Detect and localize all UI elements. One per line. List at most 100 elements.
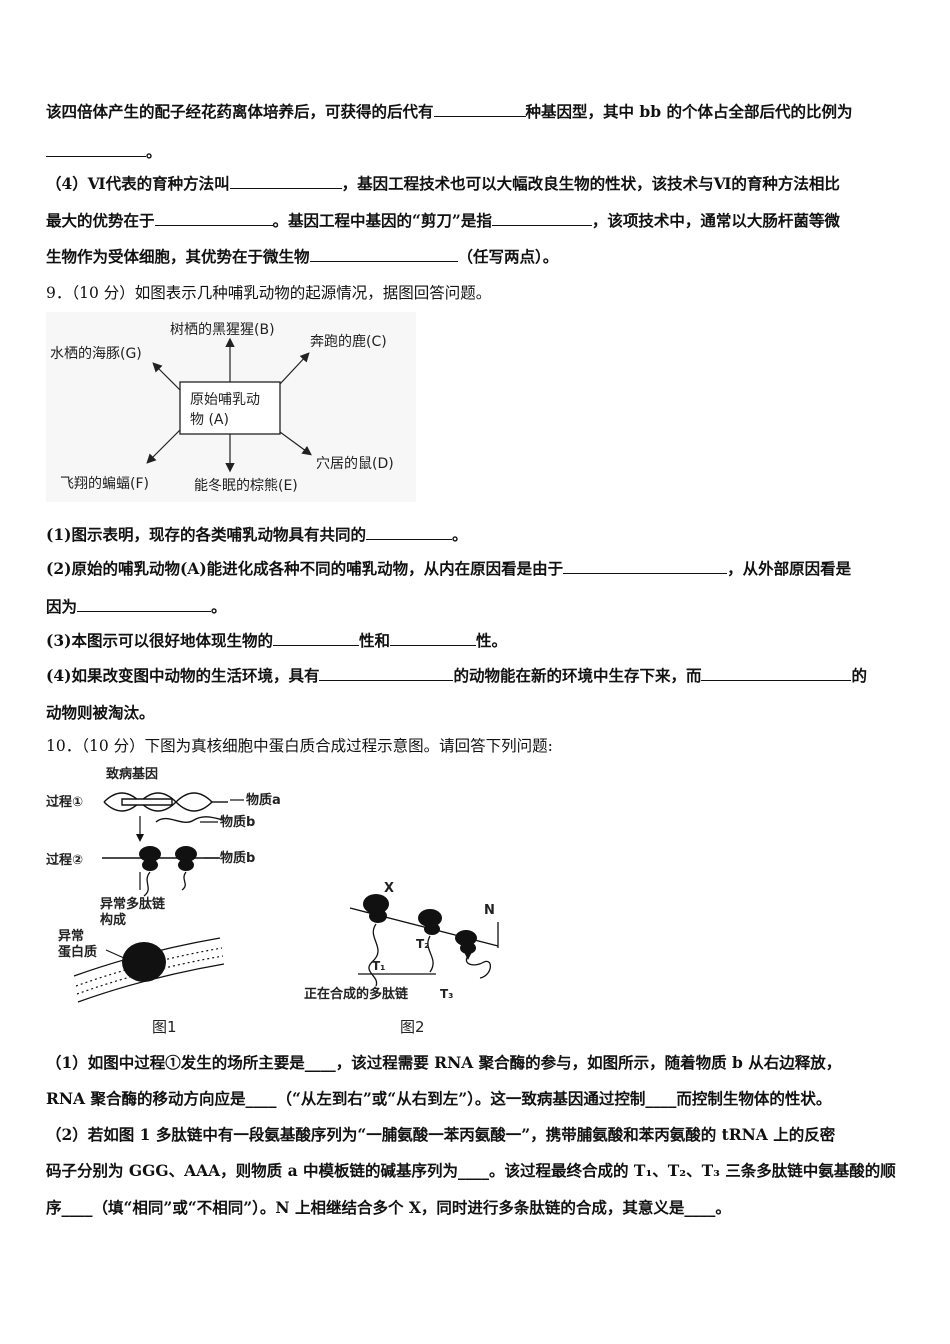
- answer-blank[interactable]: [389, 631, 476, 646]
- fig2-caption: 图2: [400, 1018, 425, 1036]
- q10-header: 10．（10 分）下图为真核细胞中蛋白质合成过程示意图。请回答下列问题:: [46, 737, 553, 755]
- dna-helix: [103, 792, 228, 823]
- fig1-prot-2: 蛋白质: [58, 944, 97, 960]
- q10-part1-line2: RNA 聚合酶的移动方向应是____（“从左到右”或“从右到左”）。这一致病基因…: [46, 1089, 832, 1108]
- ribosome-icon: [139, 846, 161, 871]
- answer-blank[interactable]: [309, 247, 458, 262]
- text: ，从外部原因看是: [727, 559, 852, 578]
- q9-part4-line1: (4)如果改变图中动物的生活环境，具有 的动物能在新的环境中生存下来，而 的: [46, 665, 867, 687]
- fig2-t1: T₁: [372, 959, 385, 973]
- text: 的: [851, 666, 867, 685]
- text: 。: [146, 142, 162, 161]
- abnormal-protein: [122, 942, 166, 982]
- center-label-2: 物 (A): [190, 412, 229, 428]
- answer-blank[interactable]: [701, 666, 852, 681]
- label-b: 树栖的黑猩猩(B): [170, 322, 275, 338]
- label-g: 水栖的海豚(G): [50, 346, 142, 362]
- q10-figures: 致病基因 过程① 物质a 物质b 过程② 物质b 异常多肽链 构成: [44, 762, 564, 1038]
- ribosome-icon: [363, 894, 389, 923]
- text: 。: [451, 525, 468, 544]
- fig2-n-label: N: [484, 903, 495, 918]
- text: (4)如果改变图中动物的生活环境，具有: [46, 666, 320, 685]
- q8-part4-line1: （4）Ⅵ代表的育种方法叫 ，基因工程技术也可以大幅改良生物的性状，该技术与Ⅵ的育种…: [46, 173, 840, 195]
- q9-part2-line1: (2)原始的哺乳动物(A)能进化成各种不同的哺乳动物，从内在原因看是由于 ，从外部…: [46, 558, 851, 580]
- label-f: 飞翔的蝙蝠(F): [60, 476, 149, 492]
- fig2-peptide-t3: [465, 955, 491, 979]
- text: （4）Ⅵ代表的育种方法叫: [46, 174, 230, 193]
- center-box: [179, 381, 281, 435]
- answer-blank[interactable]: [563, 559, 728, 574]
- text: 的动物能在新的环境中生存下来，而: [453, 666, 702, 685]
- arrow-f: [146, 429, 181, 464]
- q8-part4-line3: 生物作为受体细胞，其优势在于微生物 （任写两点）。: [46, 246, 558, 268]
- fig1-gene-label: 致病基因: [106, 766, 158, 782]
- q10-part2-line2: 码子分别为 GGG、AAA，则物质 a 中模板链的碱基序列为____。该过程最终…: [46, 1161, 896, 1180]
- fig2-arrowhead: [464, 952, 472, 960]
- q10-part2-line3: 序____（填“相同”或“不相同”）。N 上相继结合多个 X，同时进行多条肽链的…: [46, 1198, 731, 1217]
- fig2-x-label: X: [384, 881, 394, 896]
- label-e: 能冬眠的棕熊(E): [194, 478, 298, 494]
- fig2-t3: T₃: [440, 987, 453, 1001]
- label-c: 奔跑的鹿(C): [310, 333, 387, 350]
- text: （任写两点）。: [457, 247, 559, 266]
- fig1-sub-b: 物质b: [220, 814, 255, 830]
- answer-blank[interactable]: [319, 666, 454, 681]
- answer-blank[interactable]: [272, 631, 359, 646]
- q9-part3: (3)本图示可以很好地体现生物的 性和 性。: [46, 630, 507, 652]
- q9-header: 9．（10 分）如图表示几种哺乳动物的起源情况，据图回答问题。: [46, 284, 492, 302]
- fig1-sub-a: 物质a: [246, 792, 281, 808]
- text: (2)原始的哺乳动物(A)能进化成各种不同的哺乳动物，从内在原因看是由于: [46, 559, 564, 578]
- fig1-process1-label: 过程①: [46, 794, 83, 810]
- ribosome-icon: [455, 930, 477, 954]
- fig2-peptide-t2: [427, 935, 434, 973]
- fig1-peptide: [181, 871, 187, 891]
- text: ，该项技术中，通常以大肠杆菌等微: [591, 211, 840, 230]
- label-d: 穴居的鼠(D): [316, 456, 394, 472]
- q8-line1: 该四倍体产生的配子经花药离体培养后，可获得的后代有 种基因型，其中 bb 的个体占…: [46, 101, 853, 123]
- answer-blank[interactable]: [433, 102, 526, 117]
- q8-part4-line2: 最大的优势在于 。基因工程中基因的“剪刀”是指 ，该项技术中，通常以大肠杆菌等微: [46, 210, 840, 232]
- text: (3)本图示可以很好地体现生物的: [46, 631, 273, 650]
- answer-blank[interactable]: [154, 211, 273, 226]
- text: 。: [211, 597, 227, 616]
- fig1-process2-label: 过程②: [46, 852, 83, 868]
- arrow-d: [279, 431, 312, 456]
- answer-blank[interactable]: [365, 525, 452, 540]
- text: 生物作为受体细胞，其优势在于微生物: [46, 247, 310, 266]
- fig1-prot-1: 异常: [58, 928, 84, 944]
- text: 该四倍体产生的配子经花药离体培养后，可获得的后代有: [46, 102, 434, 121]
- fig1-chain-1: 异常多肽链: [100, 896, 166, 912]
- fig2-peptide-t1: [368, 923, 379, 987]
- fig2-chain-label: 正在合成的多肽链: [304, 986, 409, 1002]
- q9-origin-diagram: 原始哺乳动 物 (A) 树栖的黑猩猩(B) 奔跑的鹿(C) 穴居的鼠(D) 能冬…: [46, 312, 416, 502]
- answer-blank[interactable]: [46, 142, 146, 157]
- q9-part2-line2: 因为 。: [46, 596, 227, 618]
- text: 最大的优势在于: [46, 211, 155, 230]
- q8-line2: 。: [46, 141, 162, 163]
- q10-part2-line1: （2）若如图 1 多肽链中有一段氨基酸序列为“一脯氨酸一苯丙氨酸一”，携带脯氨酸…: [46, 1125, 836, 1144]
- q10-part1-line1: （1）如图中过程①发生的场所主要是____，该过程需要 RNA 聚合酶的参与，如…: [46, 1053, 842, 1072]
- fig2-t2: T₂: [416, 937, 429, 951]
- text: 性和: [358, 631, 390, 650]
- ribosome-icon: [418, 909, 442, 935]
- fig1-caption: 图1: [152, 1018, 177, 1036]
- answer-blank[interactable]: [77, 597, 212, 612]
- fig1-sub-b2: 物质b: [220, 850, 255, 866]
- ribosome-icon: [175, 846, 197, 871]
- center-label-1: 原始哺乳动: [190, 392, 260, 408]
- text: 性。: [475, 631, 507, 650]
- fig1-arrowhead: [136, 834, 144, 842]
- fig1-pointer-prot: [105, 949, 125, 959]
- arrow-c: [279, 352, 310, 385]
- fig1-chain-2: 构成: [100, 912, 126, 928]
- arrow-g: [152, 362, 181, 391]
- answer-blank[interactable]: [491, 211, 592, 226]
- text: 种基因型，其中 bb 的个体占全部后代的比例为: [525, 102, 853, 121]
- answer-blank[interactable]: [229, 174, 342, 189]
- q9-part4-line2: 动物则被淘汰。: [46, 703, 155, 722]
- text: (1)图示表明，现存的各类哺乳动物具有共同的: [46, 525, 366, 544]
- text: ，基因工程技术也可以大幅改良生物的性状，该技术与Ⅵ的育种方法相比: [341, 174, 840, 193]
- text: 因为: [46, 597, 78, 616]
- fig1-peptide: [143, 871, 151, 897]
- text: 。基因工程中基因的“剪刀”是指: [272, 211, 492, 230]
